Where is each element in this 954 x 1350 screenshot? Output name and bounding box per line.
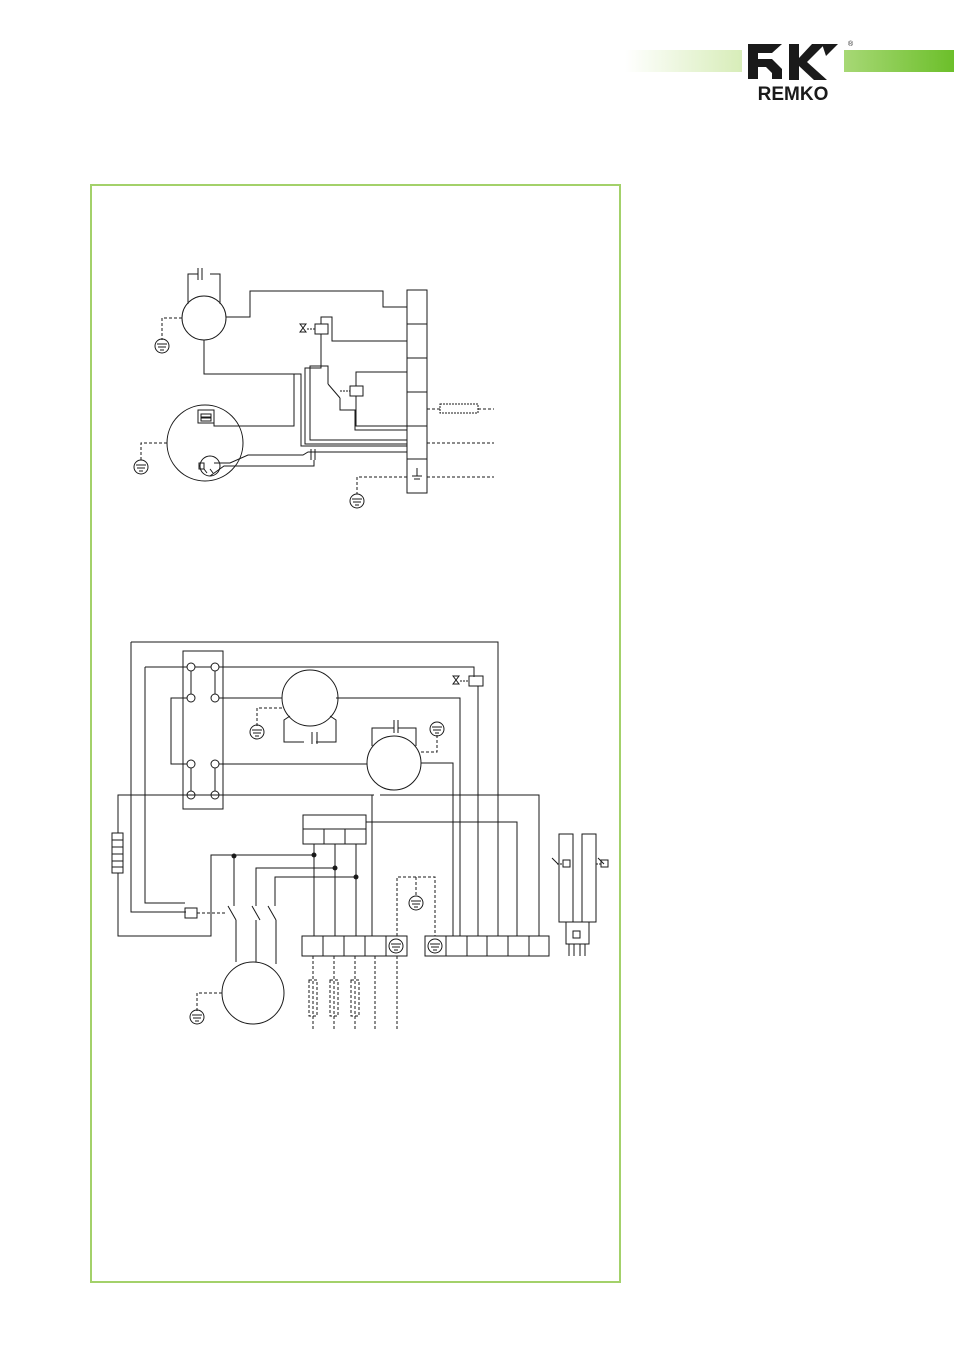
ground-icon [349, 476, 407, 509]
brand-wordmark: REMKO [758, 84, 829, 105]
supply-leads [308, 956, 398, 1030]
control-terminal-strip [424, 935, 550, 957]
ground-icon [396, 876, 436, 936]
ground-icon [133, 442, 167, 475]
registered-mark: ® [848, 40, 854, 48]
fan-motor-icon [181, 268, 227, 341]
valve-coil-icon [299, 323, 329, 335]
compressor-icon [166, 404, 244, 482]
ground-icon [249, 707, 282, 740]
outdoor-unit-wiring [133, 268, 494, 509]
ground-icon [189, 992, 222, 1025]
indoor-unit-wiring [111, 641, 609, 1030]
main-terminal-strip [301, 935, 408, 957]
capacitor-icon [310, 449, 316, 460]
remko-logo: REMKO ® [742, 40, 854, 105]
compressor-icon [221, 961, 285, 1025]
valve-coil-icon [452, 675, 484, 687]
outdoor-terminal-strip [406, 289, 428, 494]
relay-icon [184, 905, 277, 921]
heater-icon [111, 832, 124, 874]
diagram-frame [90, 184, 621, 1283]
ground-icon [421, 721, 445, 753]
switch-block [182, 650, 224, 810]
header-band: REMKO ® [625, 40, 954, 105]
fan-motor-icon [366, 720, 422, 791]
sensor-switches [551, 833, 609, 956]
contactor-block [302, 814, 367, 845]
ground-icon [154, 317, 182, 354]
fan-motor-icon [281, 669, 339, 744]
relay-icon [327, 383, 364, 399]
